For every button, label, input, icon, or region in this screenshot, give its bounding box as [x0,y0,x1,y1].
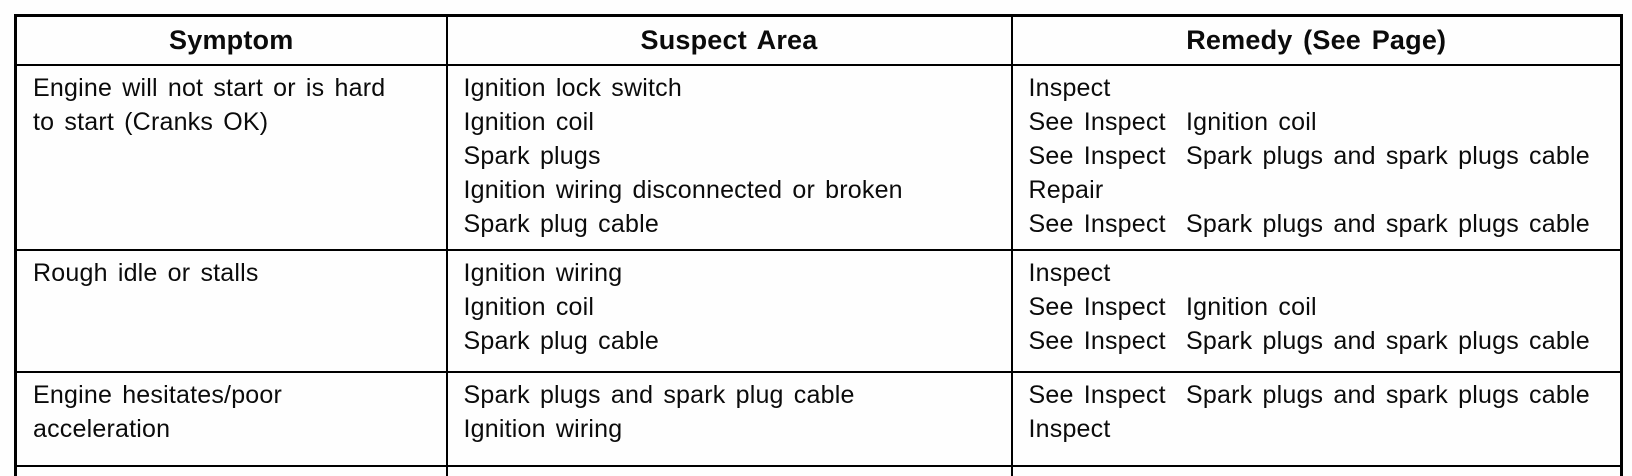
cell-line: Rough idle or stalls [33,259,259,287]
symptom-cell: Engine hesitates/poor acceleration [14,371,448,467]
header-row: Symptom Suspect Area Remedy (See Page) [14,14,1623,66]
cell-line: Inspect [1028,415,1111,443]
cell-line: Poor mileage [33,472,436,476]
header-remedy: Remedy (See Page) [1010,14,1623,66]
cell-line: acceleration [33,415,171,443]
cell-line: See Inspect Spark plugs and spark plugs … [1028,142,1590,170]
cell-line: Repair [1028,176,1104,204]
suspect-area-cell: Spark plugs and spark plugs cable [445,465,1013,476]
cell-line: Spark plug cable [463,210,659,238]
symptom-cell: Engine will not start or is hard to start… [14,64,448,251]
cell-line: See Inspect Spark plugs and spark plugs … [1029,472,1611,476]
table-row: Engine hesitates/poor acceleration Spark p… [14,371,1623,467]
table-body: Engine will not start or is hard to start… [14,64,1623,476]
cell-line: to start (Cranks OK) [33,108,269,136]
remedy-cell: See Inspect Spark plugs and spark plugs … [1010,371,1623,467]
remedy-cell: See Inspect Spark plugs and spark plugs … [1010,465,1623,476]
cell-line: See Inspect Spark plugs and spark plugs … [1028,327,1590,355]
table-row: Poor mileage Spark plugs and spark plugs … [14,465,1623,476]
cell-line: Ignition coil [463,293,595,321]
cell-line: Engine hesitates/poor [33,381,283,409]
cell-line: See Inspect Ignition coil [1028,293,1317,321]
cell-line: Spark plugs [463,142,601,170]
cell-line: Inspect [1028,259,1111,287]
table-row: Engine will not start or is hard to start… [14,64,1623,251]
cell-line: Ignition lock switch [463,74,682,102]
cell-line: Spark plug cable [463,327,659,355]
cell-line: Ignition wiring [463,415,623,443]
header-symptom: Symptom [14,14,448,66]
header-suspect-area: Suspect Area [445,14,1013,66]
cell-line: Ignition wiring disconnected or broken [463,176,903,204]
cell-line: See Inspect Ignition coil [1028,108,1317,136]
cell-line: See Inspect Spark plugs and spark plugs … [1028,210,1590,238]
cell-line: See Inspect Spark plugs and spark plugs … [1028,381,1590,409]
cell-line: Spark plugs and spark plug cable [463,381,855,409]
cell-line: Inspect [1028,74,1111,102]
cell-line: Spark plugs and spark plugs cable [464,472,1001,476]
cell-line: Ignition wiring [463,259,623,287]
table-header: Symptom Suspect Area Remedy (See Page) [14,14,1623,66]
symptom-cell: Poor mileage [14,465,448,476]
cell-line: Engine will not start or is hard [33,74,386,102]
troubleshooting-table: Symptom Suspect Area Remedy (See Page) E… [14,14,1623,476]
symptom-cell: Rough idle or stalls [14,249,448,373]
cell-line: Ignition coil [463,108,595,136]
